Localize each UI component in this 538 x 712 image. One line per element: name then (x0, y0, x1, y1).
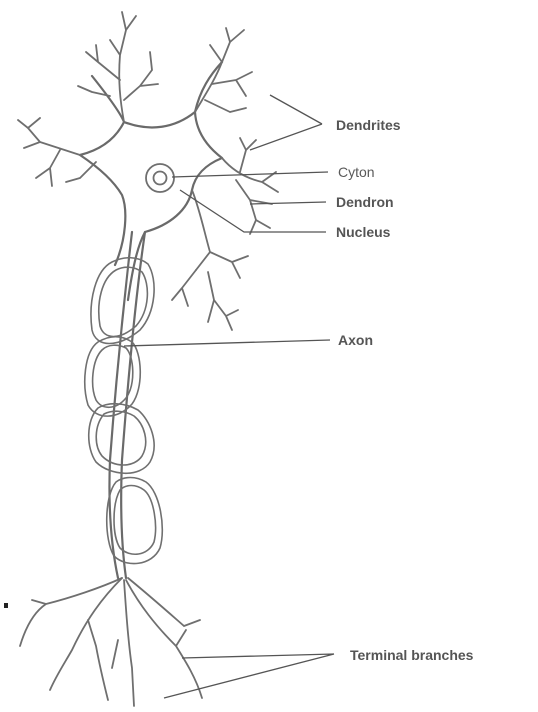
label-dendron: Dendron (336, 194, 394, 210)
nucleus (146, 164, 174, 192)
label-nucleus: Nucleus (336, 224, 391, 240)
label-dendrites: Dendrites (336, 117, 401, 133)
terminal-branches-leader (164, 654, 334, 698)
label-axon: Axon (338, 332, 373, 348)
label-terminal-branches: Terminal branches (350, 647, 474, 663)
dendrites-leader (250, 95, 322, 150)
terminal-branches (4, 578, 202, 706)
label-cyton: Cyton (338, 164, 375, 180)
cyton-leader (172, 172, 328, 177)
axon-leader (124, 340, 330, 346)
